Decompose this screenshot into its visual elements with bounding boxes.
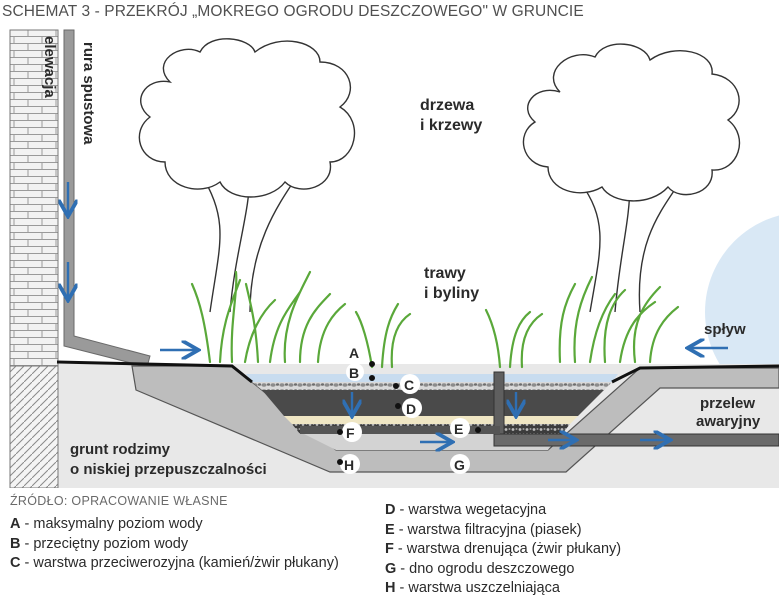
marker-c: C bbox=[393, 374, 420, 394]
anti-erosion-layer bbox=[252, 382, 612, 390]
svg-text:D: D bbox=[406, 401, 416, 417]
legend-item-g: G - dno ogrodu deszczowego bbox=[385, 560, 575, 577]
marker-a: A bbox=[345, 342, 375, 367]
tree-right bbox=[522, 43, 741, 313]
label-grunt: grunt rodzimy bbox=[70, 441, 171, 458]
label-drzewa: drzewa bbox=[420, 97, 474, 114]
diagram-title: SCHEMAT 3 - PRZEKRÓJ „MOKREGO OGRODU DES… bbox=[2, 3, 584, 20]
marker-g: G bbox=[450, 454, 470, 474]
svg-text:A: A bbox=[349, 345, 359, 361]
tree-left bbox=[138, 38, 356, 313]
building-wall bbox=[9, 29, 59, 367]
svg-text:E: E bbox=[454, 421, 463, 437]
marker-h: H bbox=[337, 454, 360, 474]
legend-item-d: D - warstwa wegetacyjna bbox=[385, 502, 547, 518]
label-niska-przepuszczalnosc: o niskiej przepuszczalności bbox=[70, 461, 267, 478]
water-level bbox=[246, 374, 618, 382]
legend-right: D - warstwa wegetacyjna E - warstwa filt… bbox=[385, 501, 775, 599]
label-trawy: trawy bbox=[424, 265, 466, 282]
label-krzewy: i krzewy bbox=[420, 117, 482, 134]
svg-text:C: C bbox=[404, 377, 414, 393]
flow-arrows bbox=[68, 182, 728, 442]
building-foundation bbox=[9, 365, 59, 488]
grasses bbox=[190, 270, 680, 369]
svg-text:B: B bbox=[349, 365, 359, 381]
vegetation-layer bbox=[262, 390, 604, 416]
label-rura-spustowa: rura spustowa bbox=[80, 42, 97, 145]
marker-e: E bbox=[450, 418, 481, 438]
legend-item-f: F - warstwa drenująca (żwir płukany) bbox=[385, 541, 622, 557]
legend-item-c: C - warstwa przeciwerozyjna (kamień/żwir… bbox=[10, 555, 339, 571]
downpipe bbox=[63, 29, 151, 368]
layer-markers: A B C D E F G bbox=[337, 342, 481, 474]
label-przelew: przelew bbox=[700, 395, 755, 412]
label-byliny: i byliny bbox=[424, 285, 479, 302]
background-circle bbox=[705, 215, 779, 409]
legend-item-a: A - maksymalny poziom wody bbox=[10, 516, 203, 532]
svg-text:H: H bbox=[344, 457, 354, 473]
ground-surface-line bbox=[56, 360, 779, 384]
source-note: ŹRÓDŁO: OPRACOWANIE WŁASNE bbox=[10, 494, 228, 508]
label-awaryjny: awaryjny bbox=[696, 413, 761, 430]
legend-left: A - maksymalny poziom wody B - przeciętn… bbox=[10, 515, 380, 574]
svg-text:F: F bbox=[346, 425, 355, 441]
legend-item-h: H - warstwa uszczelniająca bbox=[385, 580, 560, 596]
filter-layer bbox=[284, 416, 578, 424]
marker-d: D bbox=[395, 398, 422, 418]
marker-f: F bbox=[337, 422, 362, 442]
legend-item-b: B - przeciętny poziom wody bbox=[10, 535, 189, 552]
rain-garden-cross-section: A B C D E F G bbox=[9, 29, 779, 488]
svg-text:G: G bbox=[454, 457, 465, 473]
marker-b: B bbox=[346, 363, 375, 381]
overflow-pipe-horizontal bbox=[493, 433, 779, 447]
label-splyw: spływ bbox=[704, 321, 746, 338]
drain-pipe bbox=[300, 426, 500, 434]
label-elewacja: elewacja bbox=[41, 36, 58, 98]
legend-item-e: E - warstwa filtracyjna (piasek) bbox=[385, 521, 582, 538]
